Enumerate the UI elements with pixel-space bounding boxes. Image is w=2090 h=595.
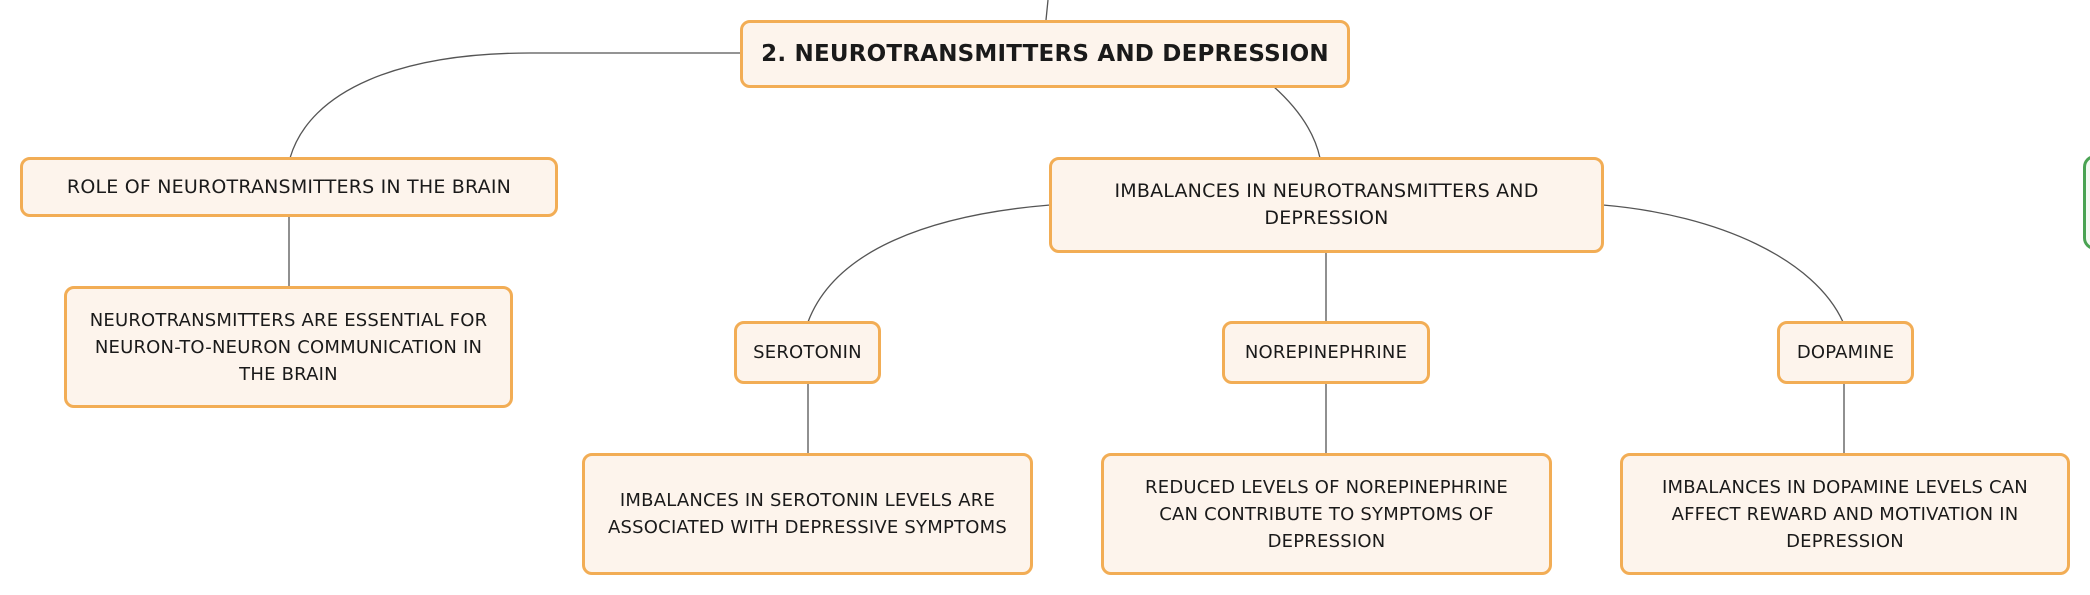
connector-imbalances-to-serotonin (807, 204, 1051, 323)
neurotransmitters-essential-node[interactable]: NEUROTRANSMITTERS ARE ESSENTIAL FOR NEUR… (64, 286, 513, 408)
norepinephrine-label: NOREPINEPHRINE (1244, 342, 1408, 363)
imbalances-label: IMBALANCES IN NEUROTRANSMITTERS AND DEPR… (1114, 180, 1539, 229)
root-topic-node[interactable]: 2. NEUROTRANSMITTERS AND DEPRESSION (740, 20, 1350, 88)
serotonin-label: SEROTONIN (753, 342, 862, 363)
neurotransmitters-essential-label: NEUROTRANSMITTERS ARE ESSENTIAL FOR NEUR… (89, 309, 488, 385)
serotonin-detail-node[interactable]: IMBALANCES IN SEROTONIN LEVELS ARE ASSOC… (582, 453, 1033, 575)
dopamine-label: DOPAMINE (1796, 342, 1895, 363)
role-of-neurotransmitters-node[interactable]: ROLE OF NEUROTRANSMITTERS IN THE BRAIN (20, 157, 558, 217)
serotonin-node[interactable]: SEROTONIN (734, 321, 881, 384)
dopamine-detail-node[interactable]: IMBALANCES IN DOPAMINE LEVELS CAN AFFECT… (1620, 453, 2070, 575)
serotonin-detail-label: IMBALANCES IN SEROTONIN LEVELS ARE ASSOC… (608, 490, 1007, 538)
connector-imbalances-to-dopamine (1602, 204, 1844, 323)
connector-parent-to-root (1045, 0, 1049, 21)
norepinephrine-node[interactable]: NOREPINEPHRINE (1222, 321, 1430, 384)
connector-root-to-imbalances (1272, 85, 1321, 159)
root-topic-label: 2. NEUROTRANSMITTERS AND DEPRESSION (761, 40, 1329, 67)
norepinephrine-detail-node[interactable]: REDUCED LEVELS OF NOREPINEPHRINE CAN CON… (1101, 453, 1552, 575)
dopamine-detail-label: IMBALANCES IN DOPAMINE LEVELS CAN AFFECT… (1662, 476, 2028, 552)
norepinephrine-detail-label: REDUCED LEVELS OF NOREPINEPHRINE CAN CON… (1145, 476, 1508, 552)
dopamine-node[interactable]: DOPAMINE (1777, 321, 1914, 384)
connector-root-to-role (289, 52, 740, 159)
role-of-neurotransmitters-label: ROLE OF NEUROTRANSMITTERS IN THE BRAIN (66, 175, 512, 198)
offscreen-node-edge[interactable] (2083, 155, 2090, 250)
imbalances-node[interactable]: IMBALANCES IN NEUROTRANSMITTERS AND DEPR… (1049, 157, 1604, 253)
